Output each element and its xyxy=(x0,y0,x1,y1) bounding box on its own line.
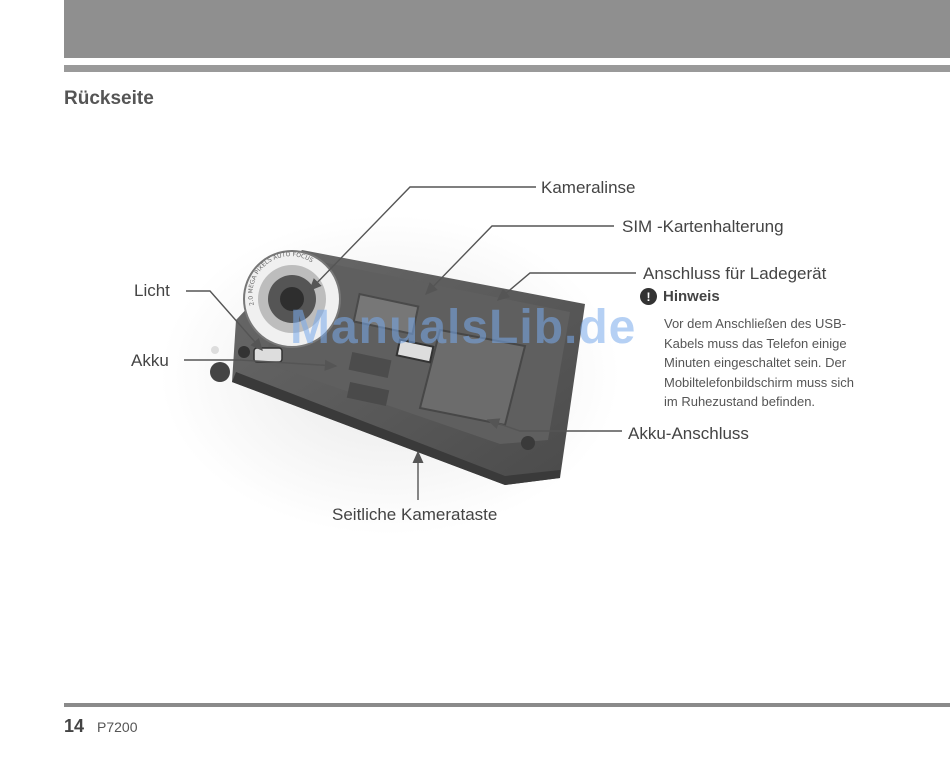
label-light: Licht xyxy=(134,281,170,300)
label-sim-holder: SIM -Kartenhalterung xyxy=(622,217,784,236)
leader-light xyxy=(186,290,263,352)
label-side-camera-key: Seitliche Kamerataste xyxy=(332,505,498,524)
leader-battery-connector xyxy=(486,418,622,432)
note-title: Hinweis xyxy=(663,288,720,305)
note-line: Minuten eingeschaltet sein. Der xyxy=(664,355,847,370)
leader-charger-port xyxy=(496,272,636,301)
label-battery-connector: Akku-Anschluss xyxy=(628,424,749,443)
watermark: ManualsLib.de xyxy=(290,301,637,354)
page-number: 14 xyxy=(64,716,85,736)
camera-lens-icon: 2.0 MEGA PIXELS AUTO FOCUS xyxy=(243,250,341,348)
note-heading: ! Hinweis xyxy=(640,288,720,305)
note-body: Vor dem Anschließen des USB- Kabels muss… xyxy=(664,314,894,412)
leader-camera-lens xyxy=(309,186,536,292)
label-camera-lens: Kameralinse xyxy=(541,178,636,197)
footer-rule xyxy=(64,703,950,707)
section-title: Rückseite xyxy=(64,88,154,109)
leader-battery xyxy=(184,359,338,371)
leader-sim-holder xyxy=(425,225,614,296)
note-line: Mobiltelefonbildschirm muss sich xyxy=(664,374,855,390)
label-charger-port: Anschluss für Ladegerät xyxy=(643,264,827,283)
warning-icon: ! xyxy=(640,288,657,305)
header-band xyxy=(64,0,950,58)
label-battery: Akku xyxy=(131,351,169,370)
note-line: im Ruhezustand befinden. xyxy=(664,394,816,409)
connector-block xyxy=(395,338,435,364)
model-name: P7200 xyxy=(97,719,138,735)
note-line: Vor dem Anschließen des USB- xyxy=(664,316,847,331)
light-window xyxy=(253,347,283,363)
battery-compartment xyxy=(418,328,527,427)
header-rule xyxy=(64,65,950,72)
sim-slot xyxy=(352,292,420,336)
note-line: Kabels muss das Telefon einige xyxy=(664,335,847,351)
